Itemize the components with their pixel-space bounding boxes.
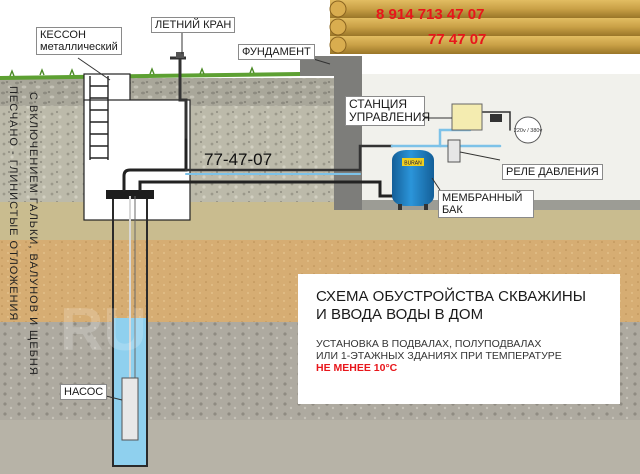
- pump-label: НАСОС: [60, 384, 108, 400]
- pressure-relay-label: РЕЛЕ ДАВЛЕНИЯ: [502, 164, 603, 180]
- log-end-1: [329, 0, 347, 18]
- foundation-wall: [300, 56, 362, 210]
- phone-primary: 8 914 713 47 07: [376, 6, 485, 23]
- log-3: [330, 36, 640, 54]
- membrane-tank-label: МЕМБРАННЫЙ БАК: [438, 190, 534, 218]
- control-switch: [490, 114, 502, 122]
- installation-note: УСТАНОВКА В ПОДВАЛАХ, ПОЛУПОДВАЛАХ ИЛИ 1…: [316, 338, 562, 362]
- grass-tufts: [9, 66, 255, 77]
- caisson-label: КЕССОН металлический: [36, 27, 122, 55]
- well-head: [106, 190, 154, 199]
- caisson: [83, 73, 191, 221]
- temperature-warning: НЕ МЕНЕЕ 10°С: [316, 362, 398, 374]
- membrane-tank: BURAN: [392, 150, 434, 210]
- pressure-relay-unit: [447, 139, 461, 163]
- bottom-layer: [0, 420, 640, 474]
- well: [106, 190, 154, 467]
- supply-pipes: [122, 109, 511, 198]
- log-2: [330, 18, 640, 36]
- summer-tap: [170, 52, 188, 140]
- caisson-body: [83, 99, 191, 221]
- grass-strip: [0, 72, 300, 80]
- control-station-label: СТАНЦИЯ УПРАВЛЕНИЯ: [345, 96, 430, 126]
- log-1: [330, 0, 640, 18]
- log-end-3: [329, 36, 347, 54]
- pump-body: [121, 377, 139, 441]
- scheme-title: СХЕМА ОБУСТРОЙСТВА СКВАЖИНЫ И ВВОДА ВОДЫ…: [316, 288, 586, 323]
- house-log-wall: [329, 0, 640, 54]
- soil-caption-right: С ВКЛЮЧЕНИЕМ ГАЛЬКИ, ВАЛУНОВ И ЩЕБНЯ: [27, 92, 39, 376]
- summer-tap-label: ЛЕТНИЙ КРАН: [151, 17, 236, 33]
- watermark-shape: RU: [60, 296, 147, 363]
- info-panel: СХЕМА ОБУСТРОЙСТВА СКВАЖИНЫ И ВВОДА ВОДЫ…: [298, 274, 620, 404]
- caisson-ladder: [89, 76, 109, 160]
- log-end-2: [329, 18, 347, 36]
- callout-lines: [77, 30, 501, 401]
- phone-short: 77 47 07: [428, 31, 487, 48]
- control-station-box: [451, 103, 483, 131]
- tank-brand-label: BURAN: [404, 161, 422, 167]
- foundation-label: ФУНДАМЕНТ: [238, 44, 315, 60]
- power-socket-icon: [514, 116, 542, 144]
- electric-spec: 220v / 380v: [514, 128, 543, 134]
- pipe-phone-number: 77-47-07: [204, 150, 273, 169]
- soil-caption-left: ПЕСЧАНО - ГЛИНИСТЫЕ ОТЛОЖЕНИЯ: [7, 86, 19, 322]
